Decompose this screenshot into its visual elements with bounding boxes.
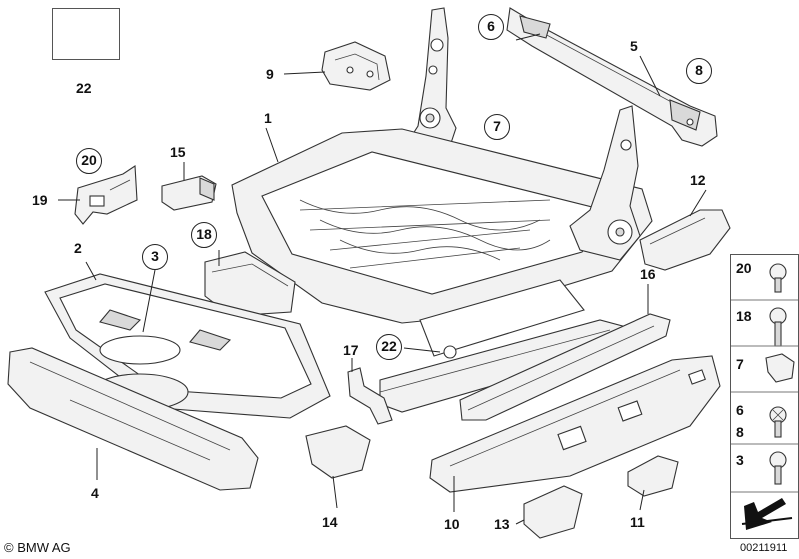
label-19: 19 (32, 192, 48, 208)
callout-22: 22 (376, 334, 402, 360)
callout-18: 18 (191, 222, 217, 248)
callout-8: 8 (686, 58, 712, 84)
part-1-seat-frame (231, 128, 653, 324)
copyright-brand: © BMW AG (4, 540, 71, 555)
backrest-hinge-right (569, 105, 641, 261)
label-5: 5 (630, 38, 638, 54)
legend-label-18: 18 (736, 308, 752, 324)
legend-label-8: 8 (736, 424, 744, 440)
part-13-button (523, 485, 583, 539)
callout-3: 3 (142, 244, 168, 270)
screw-18-icon (769, 307, 787, 347)
part-17-clip (347, 367, 393, 425)
label-13: 13 (494, 516, 510, 532)
part-16-side-cover (459, 313, 671, 421)
label-11: 11 (630, 514, 645, 530)
part-2-seat-pan (44, 273, 331, 419)
part-22-inset-box (52, 8, 120, 60)
legend-label-6: 6 (736, 402, 744, 418)
callout-20: 20 (76, 148, 102, 174)
part-9-bracket (321, 41, 391, 91)
legend-panel (730, 254, 799, 539)
seat-slide-rails (379, 279, 631, 413)
part-18-rail (204, 251, 296, 317)
callout-7: 7 (484, 114, 510, 140)
part-12-cover (639, 209, 731, 271)
part-15-cap (161, 175, 217, 211)
label-14: 14 (322, 514, 338, 530)
label-17: 17 (343, 342, 359, 358)
legend-label-3: 3 (736, 452, 744, 468)
diagram-code: 00211911 (740, 542, 788, 554)
legend-label-20: 20 (736, 260, 752, 276)
legend-fasteners (765, 263, 795, 485)
screw-6-8-icon (769, 406, 787, 438)
part-11-button (627, 455, 679, 497)
part-19-bracket (74, 165, 138, 225)
label-10: 10 (444, 516, 460, 532)
screw-3-icon (769, 451, 787, 485)
screw-20-icon (769, 263, 787, 293)
diagonal-arrow-icon (741, 498, 793, 530)
part-14-knob (305, 425, 371, 479)
callout-6: 6 (478, 14, 504, 40)
label-22: 22 (76, 80, 92, 96)
part-5-rail (506, 7, 718, 147)
label-9: 9 (266, 66, 274, 82)
part-10-side-trim (429, 355, 721, 493)
clip-7-icon (765, 353, 795, 383)
label-1: 1 (264, 110, 272, 126)
label-15: 15 (170, 144, 186, 160)
label-4: 4 (91, 485, 99, 501)
part-4-front-trim (7, 347, 259, 491)
legend-dividers (730, 299, 799, 493)
label-12: 12 (690, 172, 706, 188)
label-2: 2 (74, 240, 82, 256)
legend-label-7: 7 (736, 356, 744, 372)
leader-lines (58, 33, 707, 525)
label-16: 16 (640, 266, 656, 282)
